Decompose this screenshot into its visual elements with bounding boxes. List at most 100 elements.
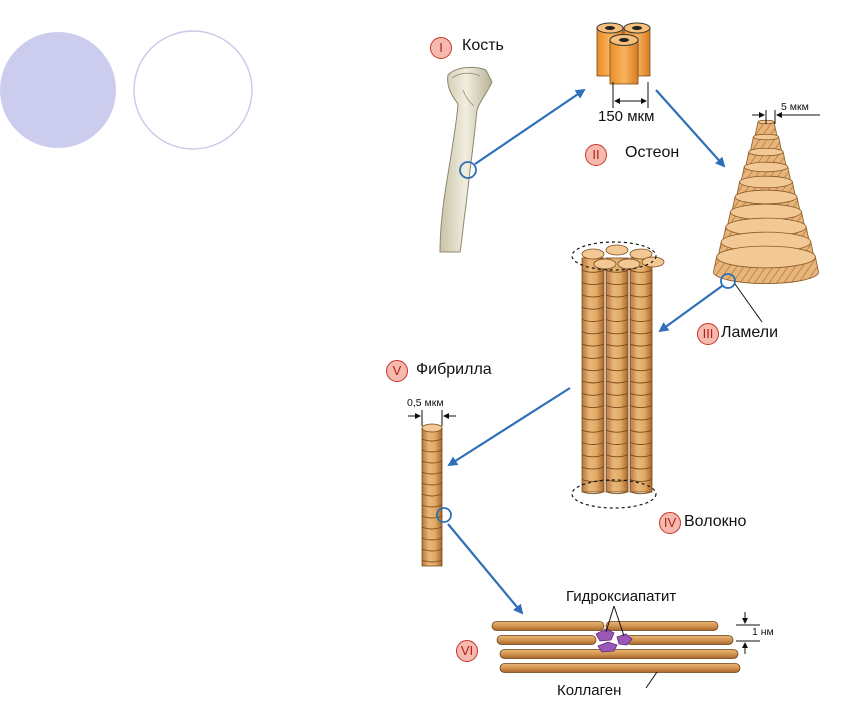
fiber-band [605,442,629,445]
level-badge-4: IV [659,512,681,534]
fibril-band [421,537,443,541]
fiber-band [605,306,629,310]
lamella-width-label: 5 мкм [781,101,809,113]
fiber-band [581,429,605,433]
fiber-band [629,466,653,470]
lamellae-leader-line [734,283,763,323]
label-bone: Кость [462,37,504,54]
fibril-width-label: 0,5 мкм [407,397,444,409]
collagen-illustration [491,621,741,673]
fiber-strand-top [581,248,605,260]
fiber-outline-bottom [571,479,657,509]
decor-circle-outline [133,30,253,150]
arrow-osteon-to-lamellae [655,89,726,168]
fibril-band [421,438,443,442]
level-badge-6: VI [456,640,478,662]
fiber-band [581,368,605,372]
fiber-band [629,368,653,372]
fiber-band [629,429,653,433]
fiber-band [605,319,629,322]
level-badge-1: I [430,37,452,59]
label-osteon: Остеон [625,144,680,161]
fiber-band [629,331,653,335]
fibril-band [421,449,443,453]
fiber-band [605,429,629,433]
lamella-top [734,189,798,205]
fiber-band [605,392,629,396]
label-fiber: Волокно [684,513,747,530]
fiber-band [581,405,605,409]
lamella-top [730,203,803,221]
fiber-band [605,454,629,458]
fiber-band [581,306,605,310]
fiber-band [629,392,653,396]
bone-zoom-marker [459,161,477,179]
collagen-molecule [499,649,739,659]
fibril-band [421,493,443,497]
fiber-band [581,454,605,458]
fiber-band [629,355,653,359]
collagen-molecule [491,621,605,631]
lamella-top [716,245,816,269]
lamellae-illustration [712,119,820,284]
label-lamellae: Ламели [721,324,779,341]
fiber-strand-top [605,244,629,256]
lamella-top [739,175,793,189]
osteon-illustration [596,22,651,108]
fibril-body [421,427,443,567]
fiber-band [605,331,629,335]
fiber-band [581,269,605,273]
decor-circle-filled [0,32,116,148]
collagen-molecule [605,621,719,631]
fiber-band [581,343,605,347]
fiber-band [581,466,605,470]
fibril-band [421,548,443,552]
fiber-band [605,368,629,372]
fibril-dimension [408,410,456,426]
fibril-zoom-marker [436,507,452,523]
fibril-band [421,504,443,508]
fiber-band [629,442,653,445]
fiber-band [629,417,653,421]
lamella-dimension [752,110,820,124]
fiber-band [605,269,629,273]
collagen-gap-dimension [736,612,760,654]
fibril-band [421,471,443,475]
fiber-band [629,380,653,384]
lamella-top [748,147,784,157]
hydroxyapatite-crystals [595,605,633,653]
fiber-band [605,294,629,298]
level-badge-2: II [585,144,607,166]
fiber-band [605,491,629,495]
collagen-molecule [625,635,734,645]
fiber-band [581,491,605,495]
fibril-band [421,460,443,464]
fiber-band [605,355,629,359]
level-badge-5: V [386,360,408,382]
fiber-band [581,442,605,445]
fibril-band [421,515,443,519]
fiber-illustration [571,241,665,509]
fiber-band [629,282,653,286]
lamella-top [743,161,789,173]
fiber-band [605,282,629,286]
fiber-band [581,355,605,359]
fiber-band [605,405,629,409]
fiber-band [629,269,653,273]
lamella-top [753,133,780,141]
arrow-fiber-to-fibril [447,387,571,467]
fiber-band [581,331,605,335]
fiber-band [581,380,605,384]
lamellae-zoom-marker [720,273,736,289]
arrow-fibril-to-collagen [447,523,524,615]
arrow-bone-to-osteon [474,88,586,165]
fiber-band [581,392,605,396]
level-badge-3: III [697,323,719,345]
fiber-band [605,343,629,347]
fiber-band [629,306,653,310]
fibril-top [421,423,443,433]
label-hydroxyapatite: Гидроксиапатит [566,588,677,605]
collagen-leader-line [645,671,658,689]
